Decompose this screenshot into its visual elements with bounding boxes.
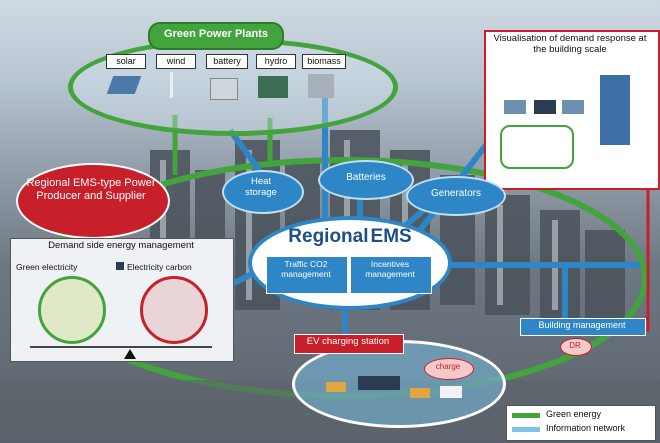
charge-bubble <box>424 358 474 380</box>
charge-label: charge <box>435 362 461 371</box>
source-solar: solar <box>106 54 146 69</box>
heat-storage-label: Heat storage <box>245 176 277 198</box>
legend-green-label: Green energy <box>546 409 602 419</box>
heat-storage-bubble <box>222 170 304 214</box>
car-icon <box>440 386 462 398</box>
regional-supplier-label: Regional EMS-type Power Producer and Sup… <box>26 177 156 202</box>
regional-supplier-badge <box>16 163 170 239</box>
source-biomass: biomass <box>302 54 346 69</box>
dr-label: DR <box>569 341 581 350</box>
regional-ems-title-a: Regional <box>288 226 369 247</box>
green-power-plants-header <box>148 22 284 50</box>
building-management-label: Building management <box>538 320 626 330</box>
legend-electricity-carbon: Electricity carbon <box>127 262 192 272</box>
batteries-bubble <box>318 160 414 200</box>
balance-beam <box>30 346 212 348</box>
ev-vehicles <box>318 372 488 412</box>
car-icon <box>410 388 430 398</box>
visualisation-illustration <box>490 70 650 180</box>
hydro-icon <box>258 76 288 98</box>
legend-green-electricity: Green electricity <box>16 262 78 272</box>
traffic-co2-label: Traffic CO2 management <box>281 259 331 279</box>
office-building-icon <box>600 75 630 145</box>
incentives-label: Incentives management <box>365 259 415 279</box>
carbon-square-icon <box>116 262 124 270</box>
demand-side-title: Demand side energy management <box>48 240 194 251</box>
building-management-badge <box>520 318 646 336</box>
biomass-plant-icon <box>308 74 334 98</box>
legend-info-label: Information network <box>546 423 626 433</box>
ev-station-badge <box>294 334 404 354</box>
generators-label: Generators <box>430 188 482 199</box>
green-power-plants-title: Green Power Plants <box>164 28 268 40</box>
home-appliance-icon <box>504 100 526 114</box>
visualisation-title: Visualisation of demand response at the … <box>493 33 647 56</box>
generators-bubble <box>406 176 506 216</box>
balance-fulcrum-icon <box>124 349 136 359</box>
traffic-co2-box <box>266 256 348 294</box>
legend-info-swatch <box>512 427 540 432</box>
incentives-box <box>350 256 432 294</box>
legend <box>506 405 656 441</box>
wind-turbine-icon <box>170 72 173 98</box>
ev-station-label: EV charging station <box>306 336 390 347</box>
source-hydro: hydro <box>256 54 296 69</box>
source-battery: battery <box>206 54 248 69</box>
source-wind: wind <box>156 54 196 69</box>
dr-badge <box>560 338 592 356</box>
car-icon <box>326 382 346 392</box>
power-plant-icons <box>104 72 348 102</box>
carbon-electricity-circle <box>140 276 208 344</box>
regional-ems-title-b: EMS <box>370 226 412 247</box>
device-icon <box>562 100 584 114</box>
bus-icon <box>358 376 400 390</box>
battery-icon <box>210 78 238 100</box>
batteries-label: Batteries <box>346 172 386 183</box>
green-electricity-circle <box>38 276 106 344</box>
solar-panel-icon <box>106 76 142 94</box>
dr-loop <box>500 125 574 169</box>
legend-green-swatch <box>512 413 540 418</box>
car-icon <box>534 100 556 114</box>
